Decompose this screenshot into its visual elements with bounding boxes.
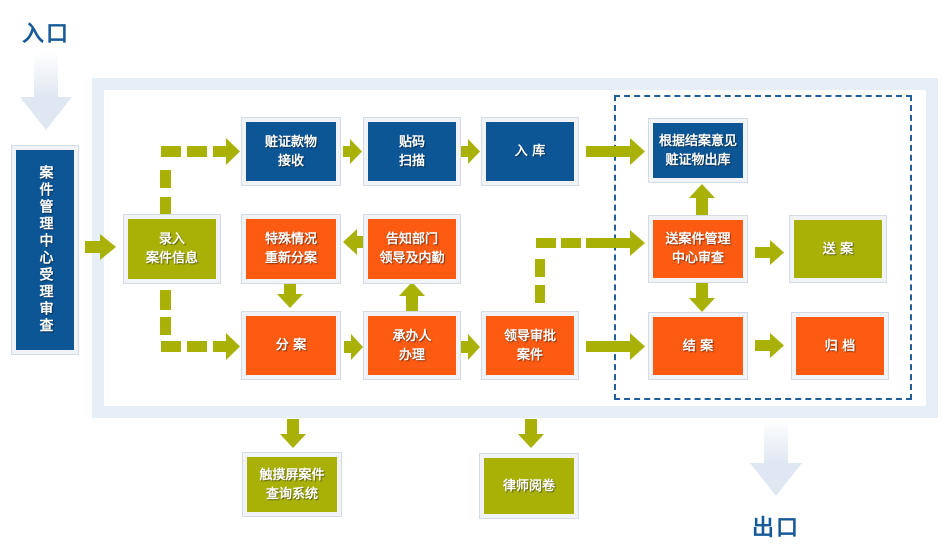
node-label: 入 库	[514, 144, 546, 159]
arrow-center-review-to-close	[689, 283, 715, 312]
arrow-to-touchscreen	[280, 419, 306, 448]
node-send-center-review[interactable]: 送案件管理 中心审查	[648, 215, 748, 283]
node-label: 根据结案意见 赃证物出库	[658, 133, 737, 168]
node-label: 贴码 扫描	[398, 134, 425, 169]
arrow-assign-to-handler	[344, 334, 363, 360]
arrow-center-review-to-evidence-out	[689, 184, 715, 215]
arrow-warehouse-to-evidence-out	[586, 138, 645, 165]
exit-arrow-icon	[750, 420, 802, 496]
exit-label: 出口	[752, 516, 801, 541]
node-label: 送案件管理 中心审查	[665, 232, 731, 266]
node-label: 结 案	[682, 338, 714, 354]
node-label: 律师阅卷	[502, 478, 555, 494]
arrow-to-lawyer-review	[518, 419, 544, 448]
arrow-handler-to-approve	[461, 334, 480, 360]
dashed-arrow-entry-to-assign	[160, 290, 240, 360]
node-label: 特殊情况 重新分案	[264, 232, 317, 266]
arrow-close-to-archive	[755, 333, 784, 358]
arrow-notify-to-special	[343, 229, 364, 255]
node-reception-review[interactable]: 案件管理中心受理审查	[11, 145, 79, 355]
node-label: 告知部门 领导及内勤	[379, 232, 445, 266]
node-label: 送 案	[822, 241, 854, 257]
node-evidence-out[interactable]: 根据结案意见 赃证物出库	[648, 118, 748, 183]
arrow-evidence-to-scan	[343, 139, 362, 164]
node-leader-approve[interactable]: 领导审批 案件	[481, 311, 579, 380]
node-label: 录入 案件信息	[145, 232, 198, 266]
arrow-scan-to-warehouse	[461, 139, 480, 164]
arrow-special-to-assign	[277, 283, 303, 308]
arrow-center-review-to-send	[755, 240, 784, 265]
entry-arrow-icon	[20, 52, 72, 130]
node-send-case[interactable]: 送 案	[789, 215, 887, 283]
arrow-approve-to-close	[586, 333, 645, 360]
node-label: 归 档	[824, 338, 856, 354]
dashed-arrow-entry-to-evidence	[160, 138, 240, 215]
node-close-case[interactable]: 结 案	[648, 312, 748, 380]
node-archive[interactable]: 归 档	[791, 312, 889, 380]
node-special-reassign[interactable]: 特殊情况 重新分案	[241, 214, 341, 284]
node-barcode-scan[interactable]: 贴码 扫描	[363, 117, 461, 186]
node-label: 案件管理中心受理审查	[37, 165, 54, 335]
node-label: 承办人 办理	[392, 328, 432, 363]
dashed-arrow-approve-to-center-review	[535, 230, 645, 303]
arrow-handler-to-notify	[399, 282, 425, 311]
node-enter-case-info[interactable]: 录入 案件信息	[123, 214, 221, 284]
node-assign-case[interactable]: 分 案	[241, 311, 341, 380]
node-warehouse-in[interactable]: 入 库	[481, 117, 579, 186]
node-label: 触摸屏案件 查询系统	[259, 467, 325, 502]
node-handler-process[interactable]: 承办人 办理	[363, 311, 461, 380]
node-evidence-receive[interactable]: 赃证款物 接收	[241, 117, 341, 186]
node-lawyer-review[interactable]: 律师阅卷	[479, 453, 579, 519]
entry-label: 入口	[22, 22, 71, 47]
node-touchscreen-query[interactable]: 触摸屏案件 查询系统	[242, 452, 342, 517]
node-label: 分 案	[275, 338, 307, 353]
node-label: 领导审批 案件	[503, 328, 556, 363]
node-notify-leaders[interactable]: 告知部门 领导及内勤	[363, 214, 461, 284]
arrow-reception-to-entry	[85, 234, 116, 260]
node-label: 赃证款物 接收	[264, 134, 317, 169]
